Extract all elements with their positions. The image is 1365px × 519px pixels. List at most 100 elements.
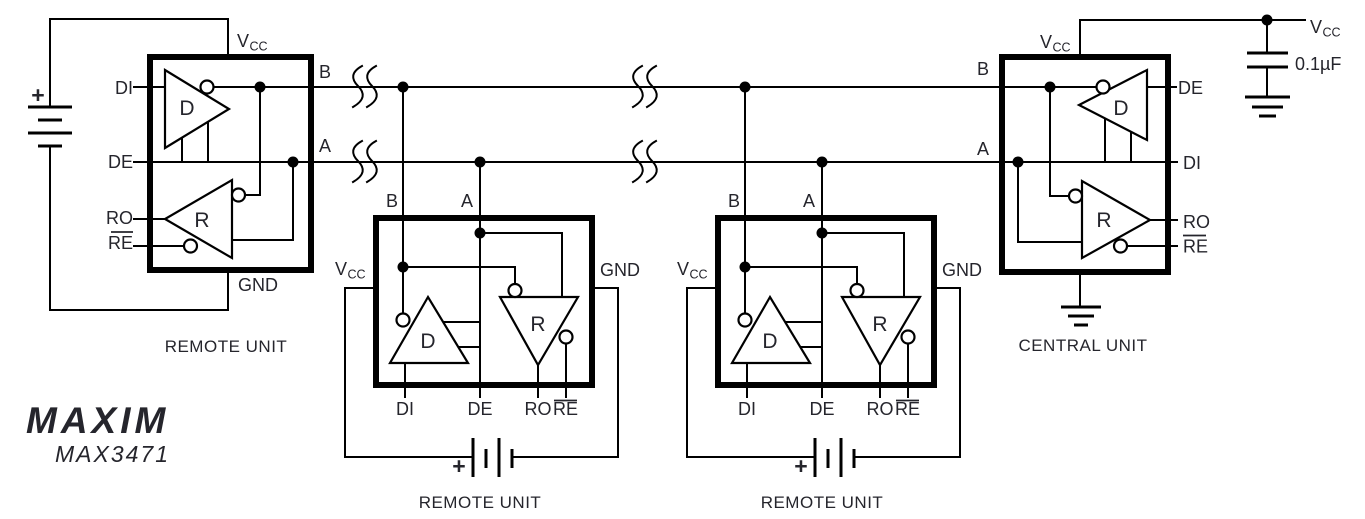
maxim-logo: MAXIM [26, 400, 169, 441]
inverter-bubble-icon [199, 79, 215, 95]
pin-label-di: DI [396, 399, 414, 419]
ic-outline [147, 54, 314, 273]
pin-label-de: DE [108, 152, 133, 172]
receiver-triangle-icon [498, 295, 580, 368]
pin-label-ro: RO [525, 399, 552, 419]
driver-triangle-icon [730, 294, 812, 365]
port-label-a: A [319, 136, 331, 156]
inverter-bubble-icon [1112, 238, 1129, 254]
vcc-label: V [677, 259, 689, 279]
port-label-b: B [319, 62, 331, 82]
gnd-label: GND [600, 260, 640, 280]
cable-break-icon [631, 64, 644, 109]
driver-label: D [420, 330, 435, 353]
cable-break-icon [365, 64, 378, 109]
pin-label-di: DI [738, 399, 756, 419]
driver-label: D [179, 97, 194, 120]
junction-dot [287, 156, 299, 168]
ground-icon [1061, 305, 1101, 327]
pin-label-re: RE [553, 399, 578, 419]
unit-caption: REMOTE UNIT [165, 337, 288, 356]
driver-triangle-icon [163, 68, 232, 150]
junction-dot [1261, 14, 1273, 26]
port-label-b: B [728, 191, 740, 211]
port-label-a: A [461, 191, 473, 211]
remote-middle-1-wires [344, 86, 619, 458]
vcc-subscript: CC [690, 268, 708, 282]
vcc-subscript: CC [348, 268, 366, 282]
unit-caption: REMOTE UNIT [419, 493, 542, 512]
capacitor-value-label: 0.1µF [1295, 54, 1341, 74]
pin-label-re: RE [1183, 237, 1208, 257]
port-label-b: B [386, 191, 398, 211]
pin-label-re: RE [895, 399, 920, 419]
vcc-subscript: CC [250, 40, 268, 54]
driver-label: D [762, 330, 777, 353]
rail-vcc-label: V [1310, 17, 1322, 37]
ic-outline [999, 54, 1171, 275]
cable-break-icon [351, 139, 364, 184]
receiver-label: R [194, 209, 209, 232]
port-label-b: B [977, 59, 989, 79]
cable-break-icon [365, 139, 378, 184]
remote-middle-2-wires [686, 86, 961, 458]
junction-dot [1044, 81, 1056, 93]
junction-dot [397, 261, 409, 273]
gnd-label: GND [942, 260, 982, 280]
cable-break-icon [351, 64, 364, 109]
port-label-a: A [803, 191, 815, 211]
pin-label-ro: RO [1183, 212, 1210, 232]
cable-break-icon [631, 139, 644, 184]
capacitor-icon [1247, 51, 1288, 69]
battery-icon [28, 105, 72, 148]
junction-dot [1012, 156, 1024, 168]
inverter-bubble-icon [507, 282, 523, 299]
junction-dot [474, 227, 486, 239]
remote-left-wires [49, 18, 294, 311]
junction-dot [739, 81, 751, 93]
unit-remote-middle-1: B A V CC GND D R DI DE RO RE + REMOTE UN… [335, 81, 640, 512]
receiver-triangle-icon [840, 295, 922, 368]
inverter-bubble-icon [900, 329, 916, 345]
inverter-bubble-icon [395, 312, 411, 328]
junction-dot [254, 81, 266, 93]
pin-label-de: DE [467, 399, 492, 419]
receiver-label: R [1096, 209, 1111, 232]
port-label-a: A [977, 139, 989, 159]
junction-dot [474, 156, 486, 168]
part-number: MAX3471 [55, 441, 170, 467]
junction-dot [739, 261, 751, 273]
driver-triangle-icon [388, 294, 470, 365]
vcc-label: V [335, 259, 347, 279]
gnd-label: GND [238, 275, 278, 295]
driver-triangle-icon [1076, 68, 1149, 142]
inverter-bubble-icon [1095, 79, 1111, 95]
receiver-triangle-icon [162, 178, 234, 260]
unit-remote-middle-2: B A V CC GND D R DI DE RO RE + REMOTE UN… [677, 81, 982, 512]
junction-dot [397, 81, 409, 93]
cable-break-icon [645, 64, 658, 109]
battery-plus-label: + [452, 453, 465, 479]
ground-icon [1245, 95, 1290, 118]
inverter-bubble-icon [737, 312, 753, 328]
battery-plus-label: + [794, 453, 807, 479]
pin-label-di: DI [1183, 153, 1201, 173]
ic-outline [373, 215, 595, 388]
receiver-label: R [530, 313, 545, 336]
battery-plus-label: + [31, 82, 44, 108]
ic-outline [715, 215, 937, 388]
inverter-bubble-icon [230, 187, 247, 203]
battery-icon [471, 438, 514, 477]
junction-dot [816, 156, 828, 168]
vcc-label: V [1040, 32, 1052, 52]
battery-icon [813, 438, 856, 477]
cable-break-icon [645, 139, 658, 184]
unit-remote-left: DI DE RO RE B A V CC GND D R + REMOTE UN… [28, 18, 331, 356]
rail-vcc-subscript: CC [1323, 26, 1341, 40]
pin-label-re: RE [108, 233, 133, 253]
inverter-bubble-icon [1067, 188, 1084, 204]
driver-label: D [1113, 97, 1128, 120]
pin-label-de: DE [1178, 78, 1203, 98]
unit-caption: CENTRAL UNIT [1018, 336, 1147, 355]
